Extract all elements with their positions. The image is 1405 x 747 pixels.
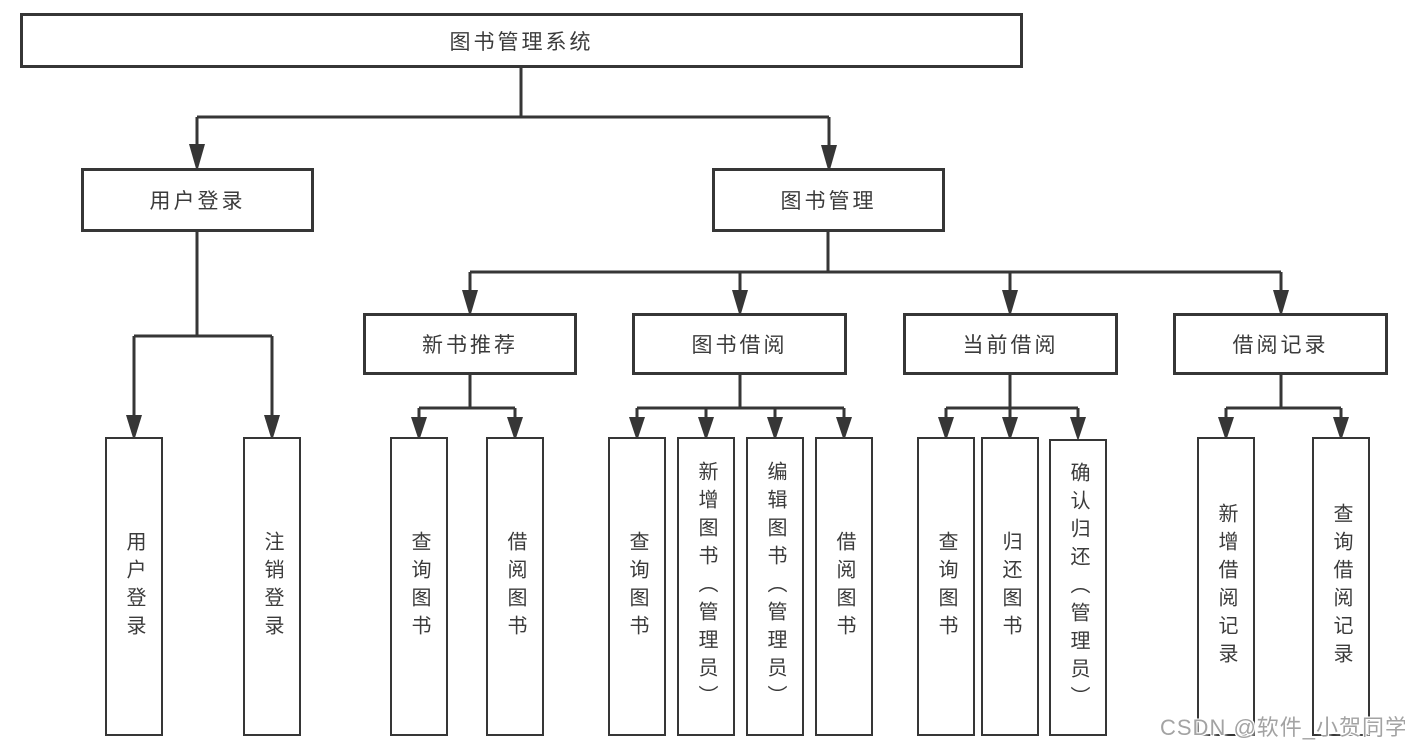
arrowhead: [836, 417, 852, 441]
arrowhead: [938, 417, 954, 441]
node-book-management: 图书管理: [712, 168, 945, 232]
node-label: 图书管理: [780, 190, 877, 213]
connector-new-books-branch: [411, 375, 523, 441]
node-label: 新书推荐: [422, 334, 518, 357]
leaf-label: 用户登录: [123, 530, 145, 643]
leaf-label: 确认归还（管理员）: [1067, 461, 1089, 714]
leaf-label: 借阅图书: [833, 530, 855, 643]
arrowhead: [1333, 417, 1349, 441]
watermark: CSDN @软件_小贺同学: [1160, 715, 1405, 740]
leaf-add-book-admin: 新增图书（管理员）: [677, 437, 735, 736]
leaf-return-books: 归还图书: [981, 437, 1039, 736]
connector-current-borrowing-branch: [938, 375, 1086, 441]
arrowhead: [264, 415, 280, 441]
node-label: 当前借阅: [962, 334, 1059, 357]
arrowhead: [732, 290, 748, 317]
leaf-logout: 注销登录: [243, 437, 301, 736]
leaf-borrow-books-newbooks: 借阅图书: [486, 437, 544, 736]
connector-root-to-level2: [189, 68, 837, 173]
arrowhead: [126, 415, 142, 441]
leaf-query-books-newbooks: 查询图书: [390, 437, 448, 736]
leaf-label: 借阅图书: [504, 530, 526, 643]
leaf-label: 编辑图书（管理员）: [764, 460, 786, 713]
node-label: 图书管理系统: [449, 30, 594, 54]
leaf-label: 查询图书: [408, 530, 430, 643]
arrowhead: [629, 417, 645, 441]
node-current-borrowing: 当前借阅: [903, 313, 1118, 375]
arrowhead: [462, 290, 478, 317]
leaf-add-borrow-record: 新增借阅记录: [1197, 437, 1255, 736]
leaf-label: 新增借阅记录: [1215, 502, 1237, 671]
arrowhead: [1070, 417, 1086, 441]
leaf-query-borrow-record: 查询借阅记录: [1312, 437, 1370, 736]
leaf-label: 归还图书: [999, 530, 1021, 643]
leaf-edit-book-admin: 编辑图书（管理员）: [746, 437, 804, 736]
arrowhead: [1002, 417, 1018, 441]
leaf-query-books-current: 查询图书: [917, 437, 975, 736]
node-label: 借阅记录: [1232, 334, 1329, 357]
arrowhead: [507, 417, 523, 441]
arrowhead: [1273, 290, 1289, 317]
leaf-borrow-books-borrow: 借阅图书: [815, 437, 873, 736]
leaf-label: 查询图书: [626, 530, 648, 643]
arrowhead: [821, 145, 837, 173]
arrowhead: [189, 144, 205, 172]
connector-user-login-branch: [126, 232, 280, 441]
connector-book-borrowing-branch: [629, 375, 852, 441]
node-book-borrowing: 图书借阅: [632, 313, 847, 375]
leaf-user-login: 用户登录: [105, 437, 163, 736]
node-new-book-recommend: 新书推荐: [363, 313, 577, 375]
connector-borrowing-records-branch: [1218, 375, 1349, 441]
connector-book-management-branch: [462, 232, 1289, 317]
node-library-management-system: 图书管理系统: [20, 13, 1023, 68]
arrowhead: [698, 417, 714, 441]
arrowhead: [411, 417, 427, 441]
leaf-confirm-return-admin: 确认归还（管理员）: [1049, 439, 1107, 736]
leaf-label: 新增图书（管理员）: [695, 460, 717, 713]
node-borrowing-records: 借阅记录: [1173, 313, 1388, 375]
leaf-label: 注销登录: [261, 530, 283, 643]
leaf-query-books-borrow: 查询图书: [608, 437, 666, 736]
node-label: 图书借阅: [691, 334, 788, 357]
node-label: 用户登录: [149, 190, 246, 213]
arrowhead: [1002, 290, 1018, 317]
node-user-login: 用户登录: [81, 168, 314, 232]
arrowhead: [767, 417, 783, 441]
leaf-label: 查询图书: [935, 530, 957, 643]
leaf-label: 查询借阅记录: [1330, 502, 1352, 671]
arrowhead: [1218, 417, 1234, 441]
